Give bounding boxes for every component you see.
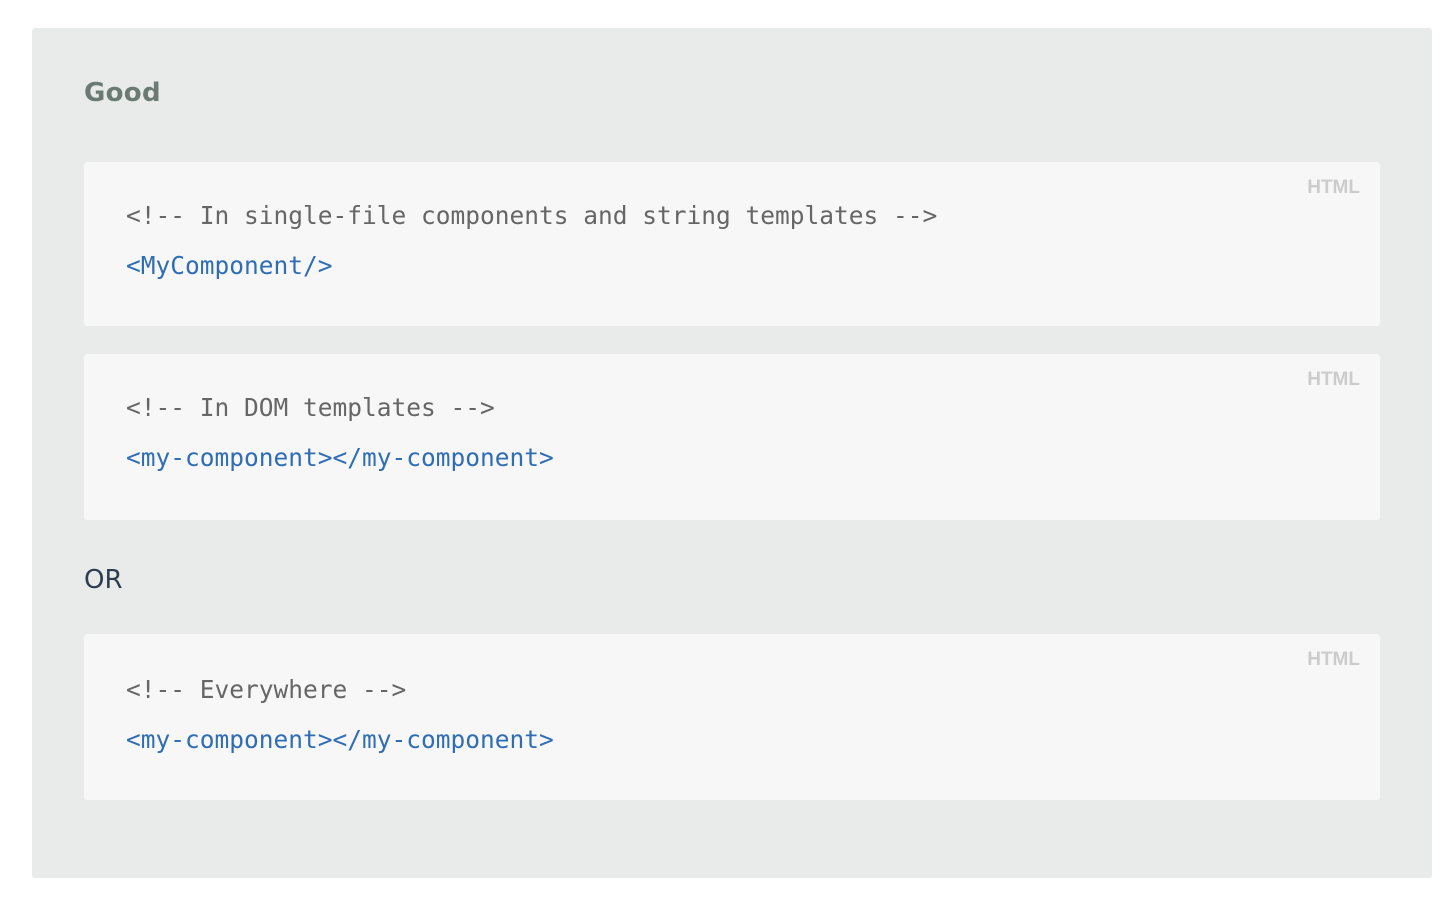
or-separator: OR <box>84 565 123 595</box>
code-block-dom-templates: HTML <!-- In DOM templates --> <my-compo… <box>84 354 1380 520</box>
code-tag: <my-component></my-component> <box>126 725 554 754</box>
code-comment: <!-- Everywhere --> <box>126 675 407 704</box>
code-comment: <!-- In single-file components and strin… <box>126 201 938 230</box>
code-block-single-file: HTML <!-- In single-file components and … <box>84 162 1380 326</box>
code-block-everywhere: HTML <!-- Everywhere --> <my-component><… <box>84 634 1380 800</box>
code-tag: <MyComponent/> <box>126 251 333 280</box>
code-tag: <my-component></my-component> <box>126 443 554 472</box>
example-heading: Good <box>84 78 161 108</box>
language-label: HTML <box>1307 369 1360 390</box>
language-label: HTML <box>1307 649 1360 670</box>
code-comment: <!-- In DOM templates --> <box>126 393 495 422</box>
language-label: HTML <box>1307 177 1360 198</box>
good-example-panel: Good HTML <!-- In single-file components… <box>32 28 1432 878</box>
